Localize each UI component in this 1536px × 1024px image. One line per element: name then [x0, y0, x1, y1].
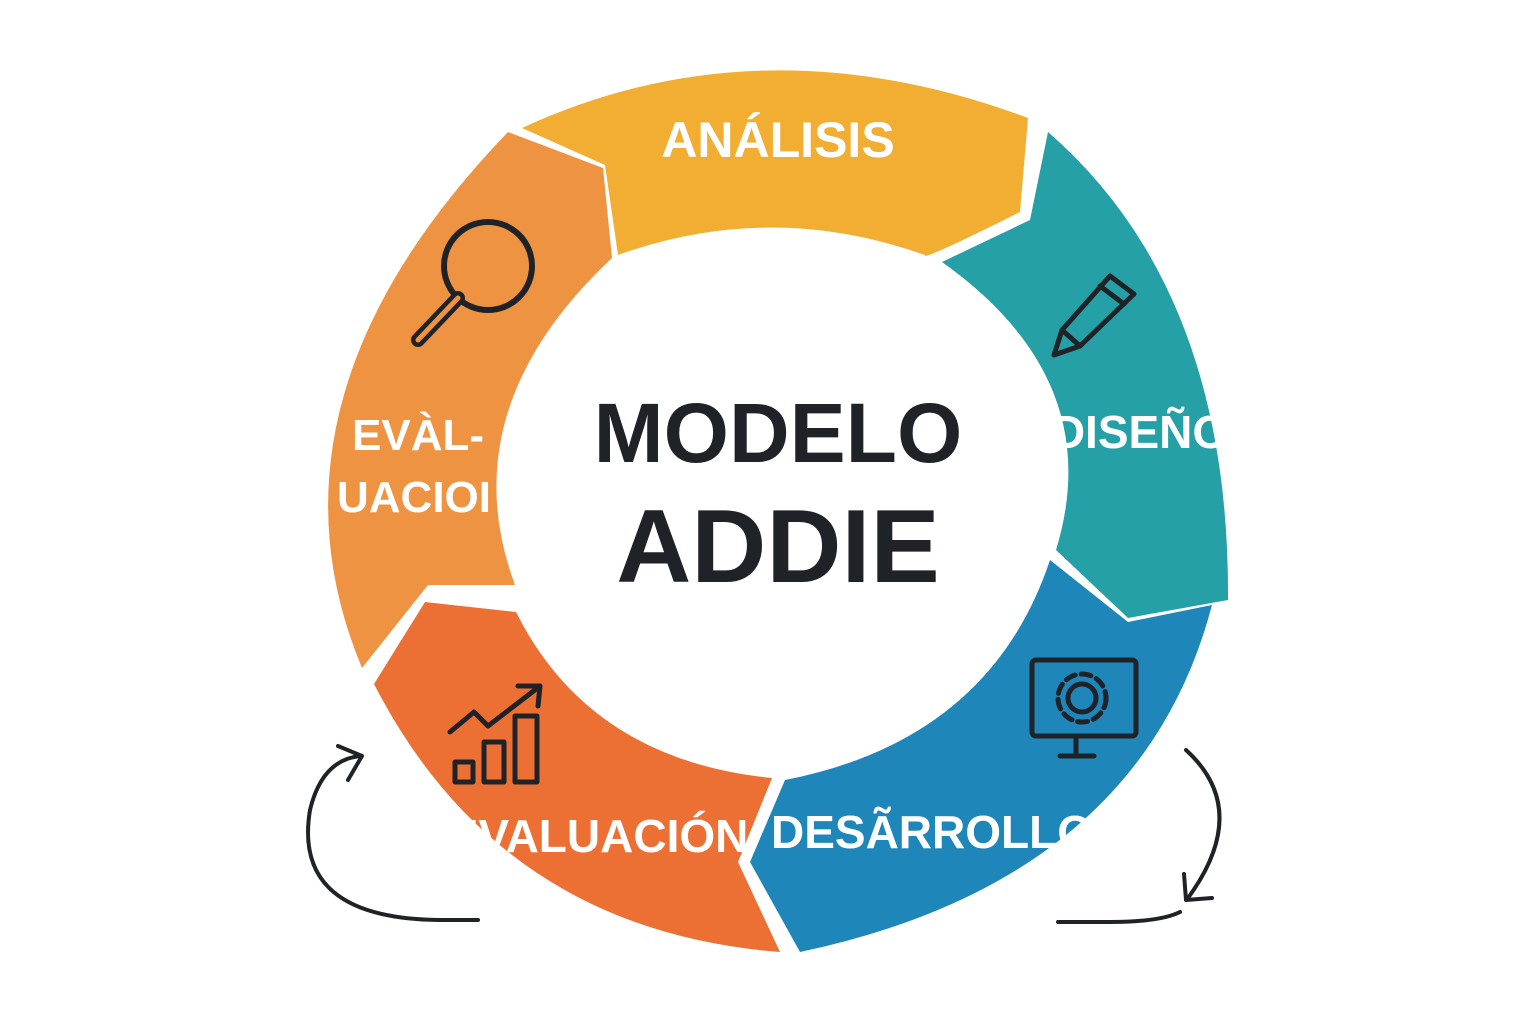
title-line-1: MODELO — [594, 386, 963, 480]
label-evaluacion-2-line-1: EVÀL- — [352, 410, 484, 460]
segment-diseno — [942, 132, 1229, 618]
pencil-icon — [1051, 273, 1137, 358]
label-analisis: ANÁLISIS — [661, 112, 894, 168]
segment-analisis — [522, 70, 1028, 256]
label-diseno: DISEÑO — [1052, 406, 1228, 458]
growth-chart-icon — [447, 683, 543, 785]
title-line-2: ADDIE — [616, 489, 940, 605]
segment-evaluacion — [374, 602, 780, 952]
segment-evaluacion-2 — [328, 132, 612, 668]
label-desarrollo: DESÃRROLLO — [771, 806, 1093, 858]
label-evaluacion: EVALUACIÓN — [448, 810, 749, 862]
cycle-arrow-right — [1056, 748, 1222, 924]
label-evaluacion-2-line-2: UACIOI — [337, 473, 491, 522]
monitor-icon — [1029, 657, 1139, 759]
cycle-arrow-left — [306, 744, 480, 922]
segment-desarrollo — [750, 560, 1212, 952]
magnifier-icon — [411, 219, 535, 347]
